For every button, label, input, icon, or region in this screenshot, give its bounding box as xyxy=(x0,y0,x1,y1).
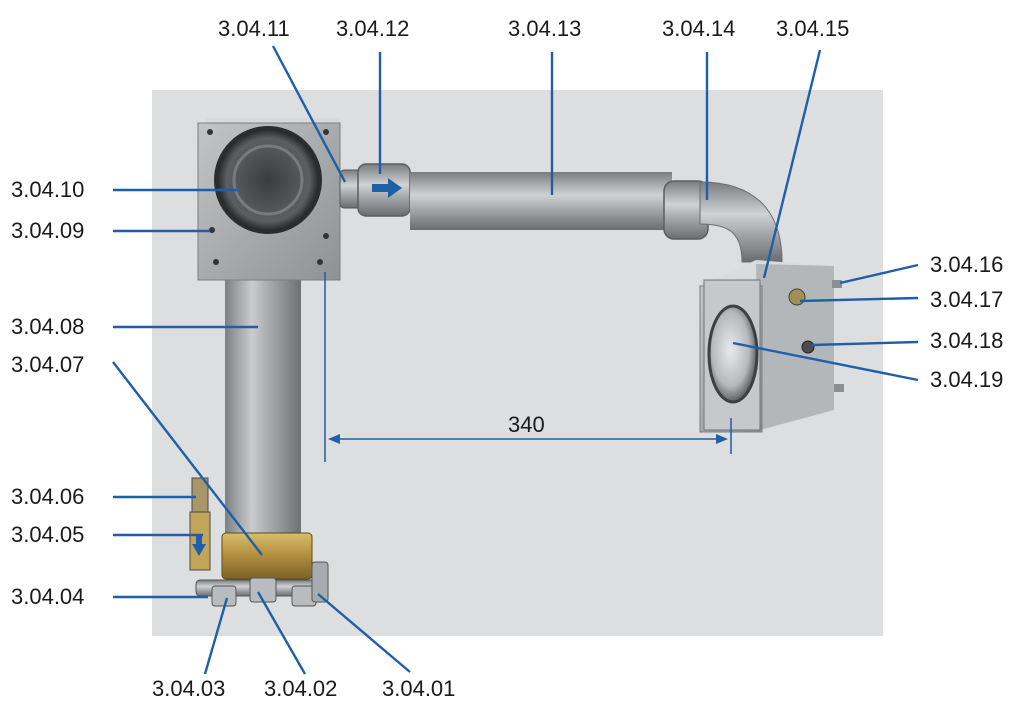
leader-3-04-07 xyxy=(112,361,263,556)
leader-3-04-11 xyxy=(271,45,347,183)
pin-lower xyxy=(834,384,844,392)
leader-3-04-15 xyxy=(762,49,822,279)
callout-3-04-18: 3.04.18 xyxy=(930,328,1004,353)
upper-block-bore xyxy=(214,126,322,234)
leader-3-04-18 xyxy=(811,340,919,347)
callout-3-04-17: 3.04.17 xyxy=(930,287,1004,312)
dimension-340 xyxy=(324,272,732,462)
leader-lines xyxy=(112,45,919,675)
leader-3-04-19 xyxy=(732,341,919,382)
leader-3-04-02 xyxy=(256,591,307,675)
callout-3-04-13: 3.04.13 xyxy=(508,16,582,41)
callout-3-04-02: 3.04.02 xyxy=(264,676,338,701)
right-block-bore xyxy=(707,304,759,404)
callout-3-04-09: 3.04.09 xyxy=(11,218,85,243)
screw-1 xyxy=(207,129,213,135)
valve-arrow-head xyxy=(192,544,206,556)
upper-block-bore-ring xyxy=(232,144,304,216)
screw-4 xyxy=(323,233,329,239)
callout-3-04-08: 3.04.08 xyxy=(11,314,85,339)
fitting-3-04-03 xyxy=(211,585,237,607)
callout-3-04-19: 3.04.19 xyxy=(930,367,1004,392)
leader-3-04-17 xyxy=(799,296,919,303)
horizontal-pipe xyxy=(410,172,672,230)
flow-arrow-head xyxy=(388,178,402,198)
right-block-side xyxy=(756,264,834,430)
fitting-3-04-17 xyxy=(788,288,806,306)
callout-3-04-06: 3.04.06 xyxy=(11,484,85,509)
pipe-elbow xyxy=(699,181,783,263)
screw-3 xyxy=(209,227,215,233)
screw-2 xyxy=(323,129,329,135)
leader-3-04-03 xyxy=(203,597,229,675)
leader-3-04-01 xyxy=(317,593,411,673)
callout-3-04-05: 3.04.05 xyxy=(11,522,85,547)
callout-3-04-04: 3.04.04 xyxy=(11,584,85,609)
dimension-label: 340 xyxy=(508,412,545,437)
screw-6 xyxy=(317,259,323,265)
brass-nut xyxy=(221,532,313,580)
callout-3-04-03: 3.04.03 xyxy=(152,676,226,701)
port-3-04-18 xyxy=(801,340,815,354)
pin-3-04-16 xyxy=(832,280,842,288)
callout-3-04-10: 3.04.10 xyxy=(11,177,85,202)
flow-arrow-body xyxy=(372,184,390,192)
callout-3-04-01: 3.04.01 xyxy=(382,676,456,701)
callout-3-04-14: 3.04.14 xyxy=(662,16,736,41)
screw-5 xyxy=(213,259,219,265)
callout-3-04-15: 3.04.15 xyxy=(776,16,850,41)
callout-3-04-16: 3.04.16 xyxy=(930,252,1004,277)
callout-3-04-12: 3.04.12 xyxy=(336,16,410,41)
vertical-pipe xyxy=(225,250,301,540)
leader-3-04-16 xyxy=(839,263,919,285)
elbow-fitting-right xyxy=(311,561,329,603)
valve-arrow-body xyxy=(196,534,202,546)
callout-3-04-11: 3.04.11 xyxy=(218,16,290,41)
callout-3-04-07: 3.04.07 xyxy=(11,352,85,377)
